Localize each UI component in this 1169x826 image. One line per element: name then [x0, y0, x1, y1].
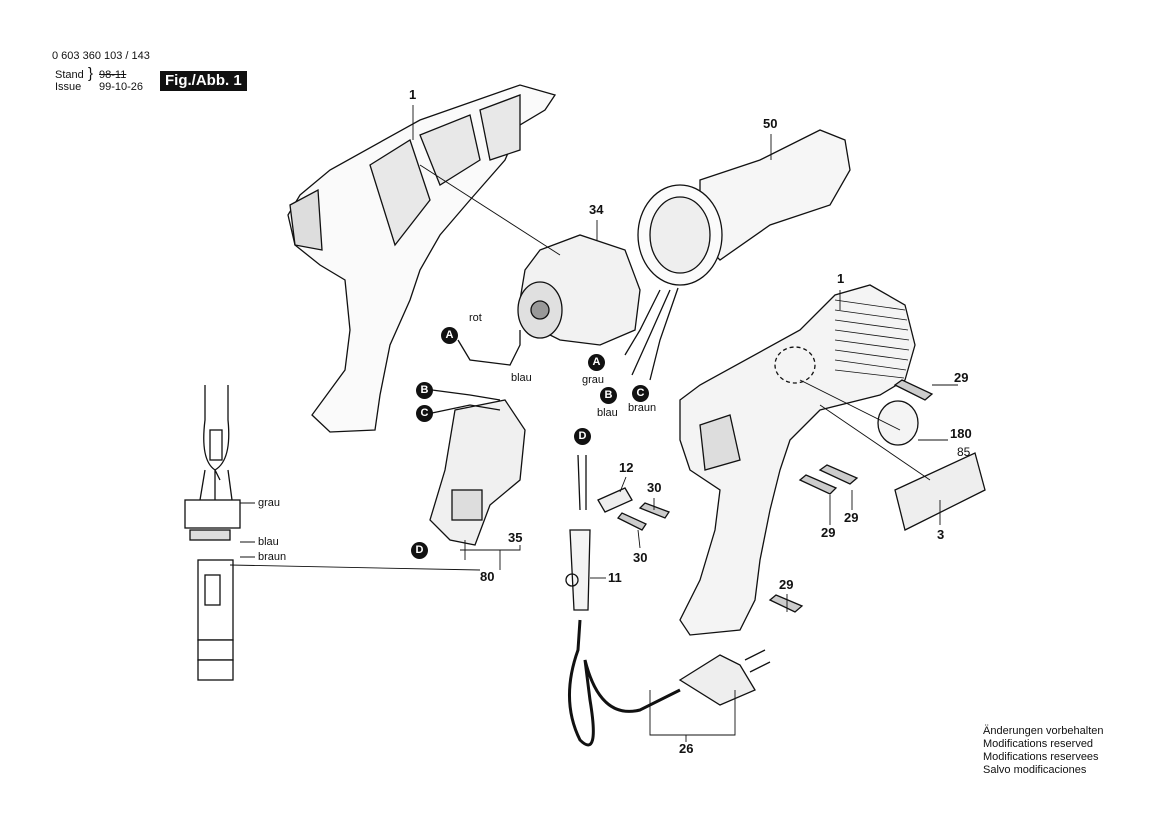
connector-c-switch: C — [416, 405, 433, 422]
callout-26: 26 — [679, 741, 694, 756]
callout-35: 35 — [508, 530, 523, 545]
callout-50: 50 — [763, 116, 778, 131]
switch — [429, 399, 526, 546]
callout-180: 180 — [950, 426, 972, 441]
screws — [616, 379, 934, 613]
note-es: Salvo modificaciones — [983, 764, 1087, 776]
schematic-label-braun: braun — [258, 551, 287, 563]
stand-value: 98-11 — [99, 69, 127, 81]
wire-label-blau-motor: blau — [511, 372, 532, 384]
connector-a-motor: A — [441, 327, 458, 344]
part-number: 0 603 360 103 / 143 — [52, 50, 150, 62]
callout-1-left: 1 — [409, 87, 417, 102]
figure-label: Fig./Abb. 1 — [160, 71, 247, 91]
callout-30-b: 30 — [633, 550, 648, 565]
callout-12: 12 — [619, 460, 634, 475]
modification-notes: Änderungen vorbehalten Modifications res… — [983, 725, 1103, 777]
callout-80: 80 — [480, 569, 495, 584]
rating-label — [894, 452, 986, 531]
note-de: Änderungen vorbehalten — [983, 725, 1104, 737]
wire-label-blau-heater: blau — [597, 407, 618, 419]
power-cord — [568, 619, 681, 747]
issue-label: Issue — [55, 81, 82, 93]
schematic-label-grau: grau — [258, 497, 281, 509]
connector-c-heater: C — [632, 385, 649, 402]
issue-value: 99-10-26 — [99, 81, 144, 93]
callout-29-mid-b: 29 — [844, 510, 859, 525]
connector-a-heater: A — [588, 354, 605, 371]
wiring-schematic — [184, 385, 241, 681]
label-plate — [877, 400, 919, 446]
callout-29-mid-a: 29 — [821, 525, 836, 540]
connector-b-switch: B — [416, 382, 433, 399]
wire-label-rot: rot — [469, 312, 482, 324]
leader-lines — [229, 105, 958, 742]
connector-b-heater: B — [600, 387, 617, 404]
callout-1-right: 1 — [837, 271, 845, 286]
callout-29-bottom: 29 — [779, 577, 794, 592]
wire-label-braun-heater: braun — [628, 402, 657, 414]
cable-sleeve — [569, 454, 591, 611]
wire-label-grau-heater: grau — [582, 374, 605, 386]
connector-d-switch: D — [411, 542, 428, 559]
cord-clamp — [597, 487, 633, 513]
housing-left-half — [287, 84, 557, 433]
callout-34: 34 — [589, 202, 604, 217]
connector-d-cord: D — [574, 428, 591, 445]
callout-3: 3 — [937, 527, 945, 542]
nozzle — [699, 129, 851, 261]
schematic-label-blau: blau — [258, 536, 279, 548]
note-fr: Modifications reservees — [983, 751, 1099, 763]
stand-label: Stand — [55, 69, 84, 81]
callout-29-top: 29 — [954, 370, 969, 385]
callout-11: 11 — [608, 570, 622, 585]
brace: } — [88, 65, 94, 82]
note-en: Modifications reserved — [983, 738, 1094, 750]
callout-85: 85 — [957, 445, 971, 459]
callout-30-a: 30 — [647, 480, 662, 495]
